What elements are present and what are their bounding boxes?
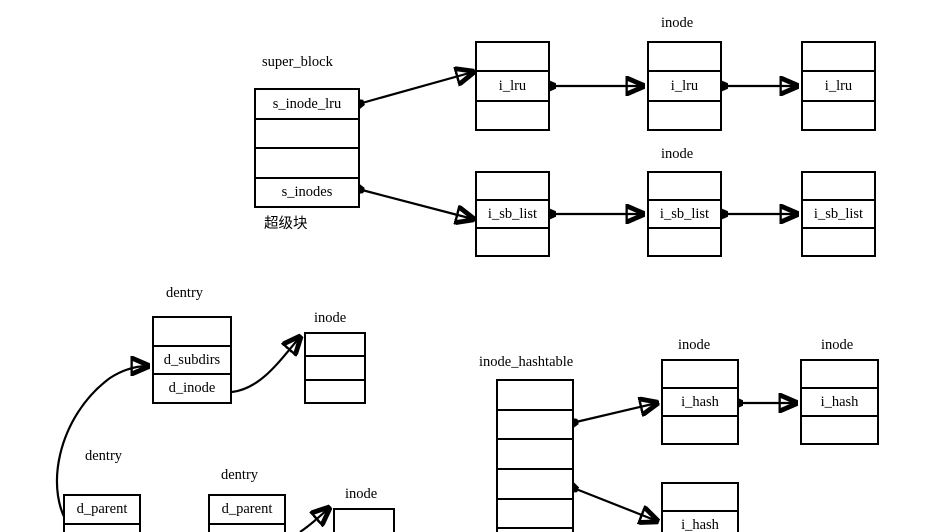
link-bucket2-ihash xyxy=(576,403,657,422)
inode-sb-list-node-3: i_sb_list xyxy=(801,171,876,257)
field-ilru1: i_lru xyxy=(477,72,548,102)
field-isblist2-blank-top xyxy=(649,173,720,201)
caption-dentry-left: dentry xyxy=(85,448,123,464)
field-d-subdirs: d_subdirs xyxy=(154,346,230,376)
inode-lru-node-3: i_lru xyxy=(801,41,876,131)
super-block-struct: s_inode_lru s_inodes xyxy=(254,88,360,208)
field-ihash3: i_hash xyxy=(663,512,737,532)
inode-lru-node-1: i_lru xyxy=(475,41,550,131)
field-isblist1: i_sb_list xyxy=(477,201,548,229)
field-inode-bottom-1 xyxy=(335,510,393,532)
caption-inode-hashtable: inode_hashtable xyxy=(479,354,574,370)
field-ilru3: i_lru xyxy=(803,72,874,102)
caption-inode-lru-chain: inode xyxy=(661,15,694,31)
caption-dentry-top: dentry xyxy=(166,285,204,301)
link-dentry-mid-inode-bottom xyxy=(299,508,329,532)
inode-sb-list-node-1: i_sb_list xyxy=(475,171,550,257)
hash-bucket-4 xyxy=(498,470,572,500)
caption-super-block-chinese: 超级块 xyxy=(264,216,308,232)
link-bucket4-ihash xyxy=(576,489,657,521)
field-ilru3-blank-bottom xyxy=(803,101,874,129)
dentry-left-struct: d_parent d_child xyxy=(63,494,141,532)
inode-sb-list-node-2: i_sb_list xyxy=(647,171,722,257)
caption-super-block: super_block xyxy=(262,54,333,70)
field-isblist3: i_sb_list xyxy=(803,201,874,229)
field-super-block-blank-1 xyxy=(256,119,358,149)
field-isblist3-blank-top xyxy=(803,173,874,201)
field-isblist1-blank-bottom xyxy=(477,229,548,255)
field-inode-topright-3 xyxy=(306,380,364,402)
caption-inode-bottom: inode xyxy=(345,486,378,502)
field-ihash1: i_hash xyxy=(663,389,737,417)
caption-inode-hash-2: inode xyxy=(821,337,854,353)
hash-bucket-2 xyxy=(498,410,572,441)
field-d-inode: d_inode xyxy=(154,375,230,403)
caption-inode-top-right: inode xyxy=(314,310,347,326)
field-ilru2: i_lru xyxy=(649,72,720,102)
inode-hashtable-struct xyxy=(496,379,574,532)
hash-bucket-6 xyxy=(498,529,572,532)
field-super-block-blank-2 xyxy=(256,149,358,179)
field-ilru1-blank-bottom xyxy=(477,101,548,129)
field-ihash2: i_hash xyxy=(802,389,877,417)
field-dentry-mid-d-child: d_child xyxy=(210,525,284,532)
caption-inode-hash-1: inode xyxy=(678,337,711,353)
inode-hash-node-1: i_hash xyxy=(661,359,739,445)
field-isblist3-blank-bottom xyxy=(803,229,874,255)
inode-lru-node-2: i_lru xyxy=(647,41,722,131)
inode-hash-node-3: i_hash xyxy=(661,482,739,532)
field-dentry-left-d-parent: d_parent xyxy=(65,496,139,525)
field-ilru2-blank-bottom xyxy=(649,101,720,129)
field-s-inode-lru: s_inode_lru xyxy=(256,90,358,120)
caption-inode-sb-list-chain: inode xyxy=(661,146,694,162)
hash-bucket-3 xyxy=(498,440,572,471)
field-isblist2-blank-bottom xyxy=(649,229,720,255)
inode-top-right-struct xyxy=(304,332,366,404)
link-dinode-inode-top xyxy=(231,337,300,394)
field-ilru1-blank-top xyxy=(477,43,548,73)
field-ihash1-blank-top xyxy=(663,361,737,389)
field-dentry-mid-d-parent: d_parent xyxy=(210,496,284,525)
field-isblist2: i_sb_list xyxy=(649,201,720,229)
field-ilru2-blank-top xyxy=(649,43,720,73)
field-dentry-left-d-child: d_child xyxy=(65,525,139,532)
inode-bottom-struct xyxy=(333,508,395,532)
field-dentry-top-blank xyxy=(154,318,230,347)
link-sinodes-isblist xyxy=(362,190,473,219)
caption-dentry-mid: dentry xyxy=(221,467,259,483)
field-inode-topright-2 xyxy=(306,357,364,381)
link-sinodelru-ilru xyxy=(362,72,473,103)
dentry-mid-struct: d_parent d_child xyxy=(208,494,286,532)
field-ihash2-blank-top xyxy=(802,361,877,389)
field-inode-topright-1 xyxy=(306,334,364,358)
hash-bucket-1 xyxy=(498,381,572,411)
field-ihash3-blank-top xyxy=(663,484,737,512)
field-ihash2-blank-bottom xyxy=(802,417,877,443)
field-ilru3-blank-top xyxy=(803,43,874,73)
field-s-inodes: s_inodes xyxy=(256,178,358,206)
inode-hash-node-2: i_hash xyxy=(800,359,879,445)
field-isblist1-blank-top xyxy=(477,173,548,201)
field-ihash1-blank-bottom xyxy=(663,417,737,443)
link-dparent-dsubdirs xyxy=(55,366,148,531)
dentry-top-struct: d_subdirs d_inode xyxy=(152,316,232,404)
hash-bucket-5 xyxy=(498,499,572,530)
